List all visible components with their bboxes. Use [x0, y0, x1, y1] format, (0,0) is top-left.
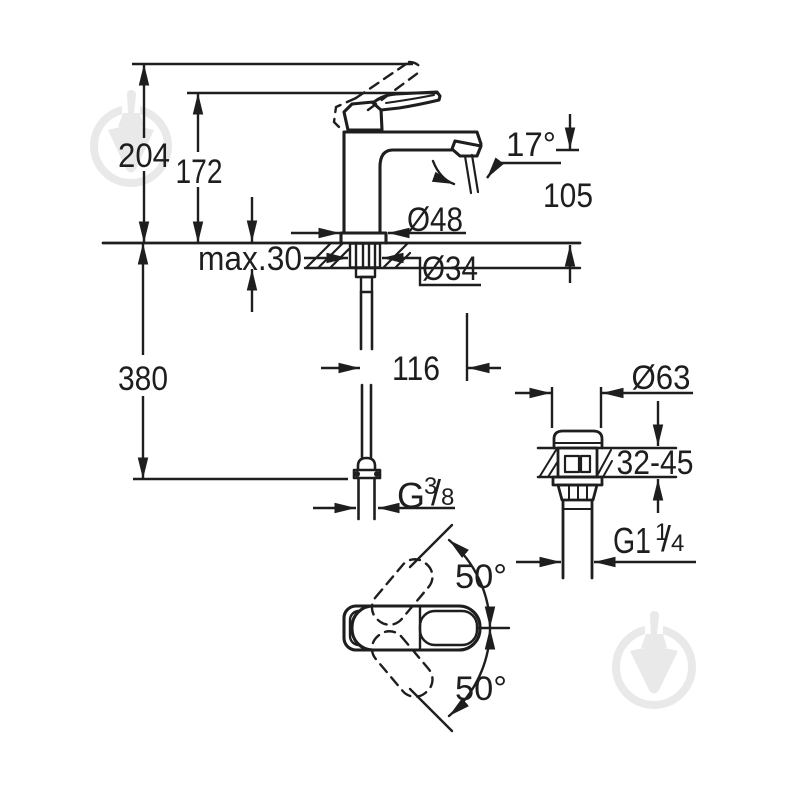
dimension-labels: 204 172 380 max.30 17° 105 Ø48 Ø34 116 Ø…	[118, 126, 694, 708]
swing-arc-down	[447, 626, 496, 718]
waste-thread-g: G1	[613, 520, 651, 561]
dim-label-lever-height: 172	[176, 153, 223, 191]
waste-overflow-slot	[579, 454, 592, 474]
dim-label-swing-down: 50°	[455, 670, 507, 708]
waste-thread-denominator: 4	[671, 530, 684, 557]
supply-thread-denominator: 8	[441, 484, 454, 511]
dimension-lines	[132, 62, 696, 568]
watermark-bottom-right	[612, 611, 696, 709]
supply-thread-slash: /	[431, 472, 441, 513]
dim-label-hole-diameter: Ø34	[422, 250, 478, 288]
dim-17-leader	[486, 157, 561, 179]
dim-label-deck-max: max.30	[198, 240, 302, 278]
swing-line-up	[408, 523, 454, 569]
trowel-ferrule	[118, 113, 144, 127]
supply-thread-g: G	[397, 475, 425, 516]
trowel-handle	[650, 611, 659, 634]
handle-top-view	[342, 523, 511, 733]
dim-label-waste-flange: Ø63	[632, 359, 691, 397]
dim-label-outlet-height: 105	[543, 177, 593, 215]
handle-lever-accent	[385, 94, 435, 104]
faucet-spout-underside	[378, 148, 454, 235]
water-stream	[463, 153, 480, 195]
waste-deck-hatching	[539, 449, 613, 478]
waste-cap	[552, 429, 604, 450]
waste-thread-numerator: 1	[655, 519, 668, 546]
waste-locknut-facets	[568, 484, 588, 501]
watermark-left	[90, 90, 172, 187]
trowel-handle	[127, 90, 136, 113]
popup-waste-view	[536, 429, 678, 580]
waste-tailpiece	[561, 498, 594, 580]
dim-label-supply-thread: G 3 / 8	[397, 472, 454, 516]
trowel-ferrule	[641, 634, 667, 648]
hose-end-fitting	[352, 456, 382, 521]
faucet-front-view	[101, 60, 582, 521]
trowel-blade	[630, 647, 678, 694]
swing-line-down	[408, 687, 454, 733]
dim-label-overall-height: 204	[118, 137, 170, 175]
dim-label-body-diameter: Ø48	[407, 201, 463, 239]
dim-label-below-deck: 380	[118, 360, 168, 398]
dim-label-swing-up: 50°	[455, 558, 507, 596]
dim-label-waste-deck: 32-45	[617, 444, 694, 482]
dim-label-waste-thread: G1 1 / 4	[613, 518, 684, 561]
handle-lever-top	[350, 604, 482, 652]
waste-thread-slash: /	[661, 518, 671, 559]
waste-overflow-slot	[563, 454, 581, 474]
supply-thread-numerator: 3	[424, 473, 437, 500]
trowel-blade	[108, 126, 154, 173]
swing-angle-dimension	[408, 523, 511, 733]
handle-swing-dashed	[370, 558, 434, 698]
swing-arc-up	[447, 538, 496, 630]
dim-label-reach: 116	[392, 350, 440, 388]
dim-34-leader	[411, 256, 481, 287]
dim-label-stream-angle: 17°	[506, 126, 556, 164]
spout-aerator	[450, 139, 483, 158]
stream-angle-arc-arrow	[431, 159, 456, 186]
faucet-body-outline	[342, 130, 483, 235]
supply-tube	[359, 290, 374, 459]
